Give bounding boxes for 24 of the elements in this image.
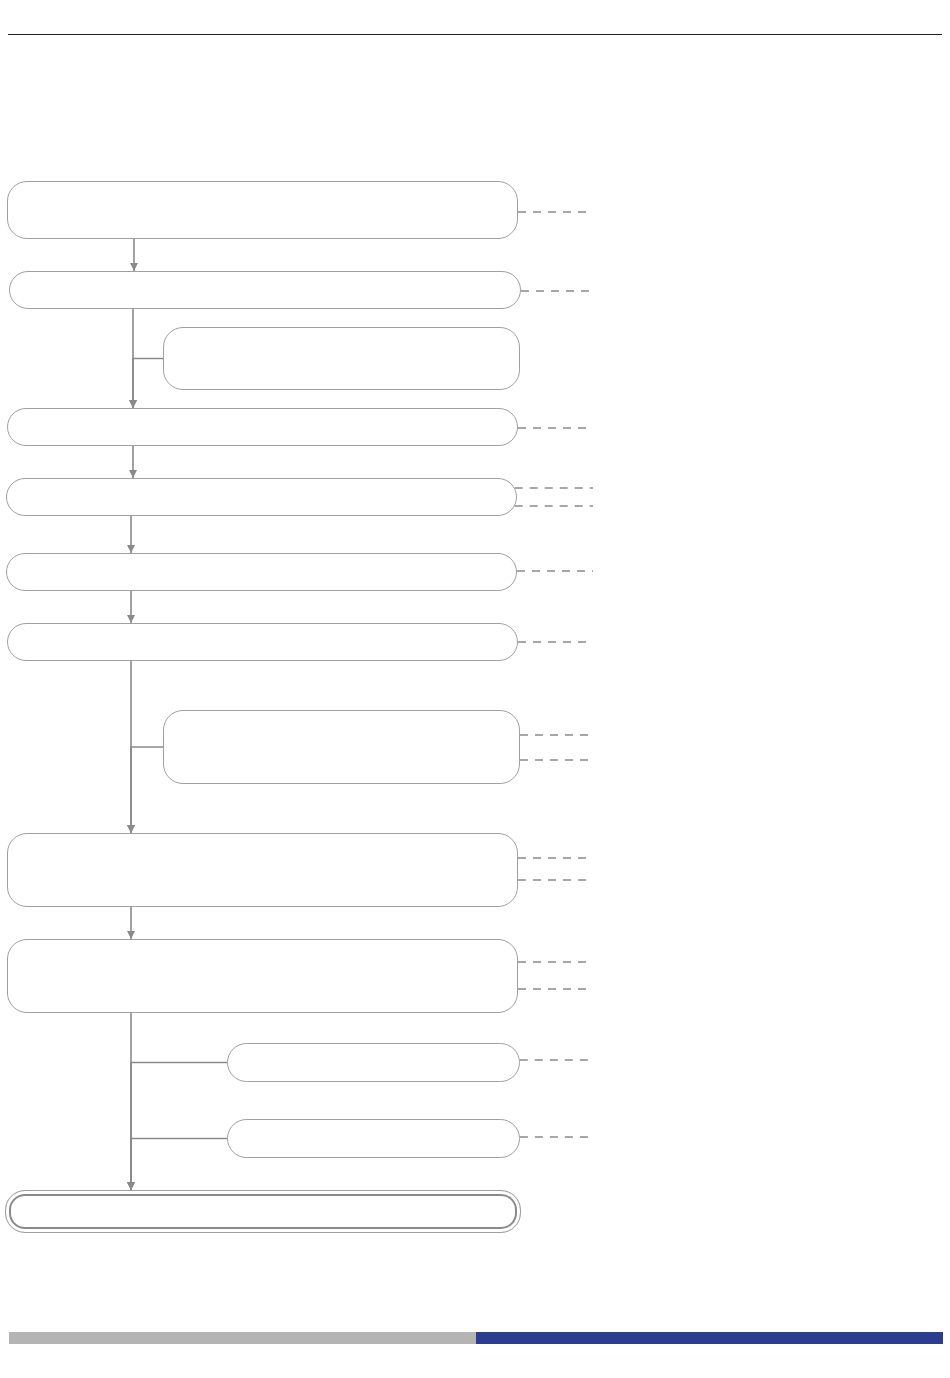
rounded-box (7, 939, 518, 1013)
arrow (129, 357, 164, 409)
arrow (127, 906, 135, 940)
dashed-line (516, 570, 594, 572)
rounded-box (227, 1119, 520, 1158)
rounded-box (163, 327, 520, 390)
rounded-box (7, 408, 518, 446)
rounded-box (6, 553, 517, 591)
rounded-box (7, 833, 518, 907)
rounded-box (227, 1043, 520, 1082)
arrow (130, 238, 138, 272)
dashed-line (513, 487, 594, 489)
rounded-box (163, 710, 520, 784)
rounded-box (9, 271, 521, 309)
dashed-line (513, 505, 594, 507)
arrow (127, 590, 135, 624)
arrow (127, 1137, 228, 1191)
rounded-box (7, 623, 518, 661)
arrow (127, 515, 135, 554)
rounded-box (6, 478, 517, 516)
arrow (127, 746, 164, 834)
rounded-box (7, 181, 518, 239)
end-box (5, 1190, 521, 1233)
arrow (129, 445, 137, 479)
